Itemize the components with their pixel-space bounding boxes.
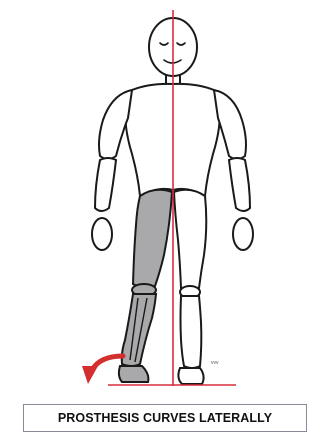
caption-box: PROSTHESIS CURVES LATERALLY <box>23 404 307 432</box>
small-mark: vvv <box>211 360 219 366</box>
curved-arrow-icon <box>82 356 123 384</box>
sound-shin <box>181 296 202 368</box>
caption: PROSTHESIS CURVES LATERALLY <box>58 411 272 425</box>
prosthesis-socket <box>133 190 172 288</box>
right-hand <box>233 218 253 250</box>
right-forearm <box>229 158 250 211</box>
sound-foot <box>178 368 203 384</box>
prosthesis-pylon <box>122 294 156 366</box>
left-hand <box>92 218 112 250</box>
left-forearm <box>95 158 116 211</box>
sound-thigh <box>174 190 206 290</box>
prosthesis-foot <box>119 366 149 382</box>
